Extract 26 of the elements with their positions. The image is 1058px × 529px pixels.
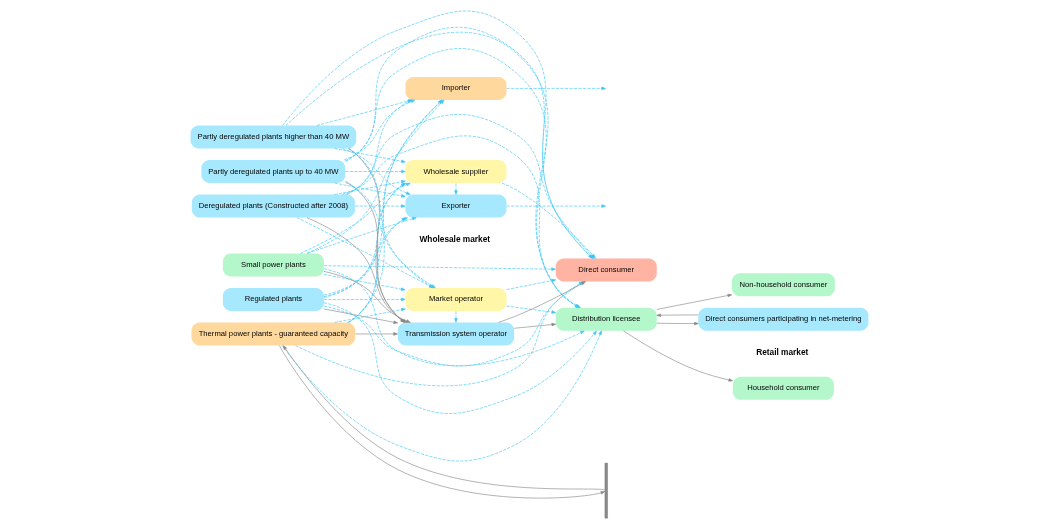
- arrow: [347, 148, 434, 289]
- arrow: [505, 279, 556, 290]
- node-bar: [604, 462, 608, 519]
- arrow: [622, 330, 733, 382]
- arrow: [333, 148, 406, 163]
- arrow: [505, 86, 606, 91]
- arrow: [344, 182, 436, 289]
- arrow: [323, 308, 398, 324]
- arrow: [323, 297, 405, 302]
- arrow: [656, 293, 732, 310]
- arrow: [323, 274, 405, 291]
- arrow: [505, 204, 606, 208]
- arrow: [453, 310, 458, 323]
- arrow: [281, 330, 602, 462]
- arrow: [341, 148, 411, 195]
- arrow: [505, 305, 556, 314]
- arrow: [323, 265, 556, 271]
- arrow: [354, 332, 398, 336]
- arrow: [513, 322, 556, 329]
- arrow: [354, 204, 406, 208]
- arrow: [453, 182, 458, 195]
- arrow: [344, 169, 406, 174]
- arrow: [656, 313, 699, 317]
- label: Wholesale market: [419, 234, 490, 245]
- arrow: [656, 321, 699, 326]
- label: Retail market: [755, 347, 808, 358]
